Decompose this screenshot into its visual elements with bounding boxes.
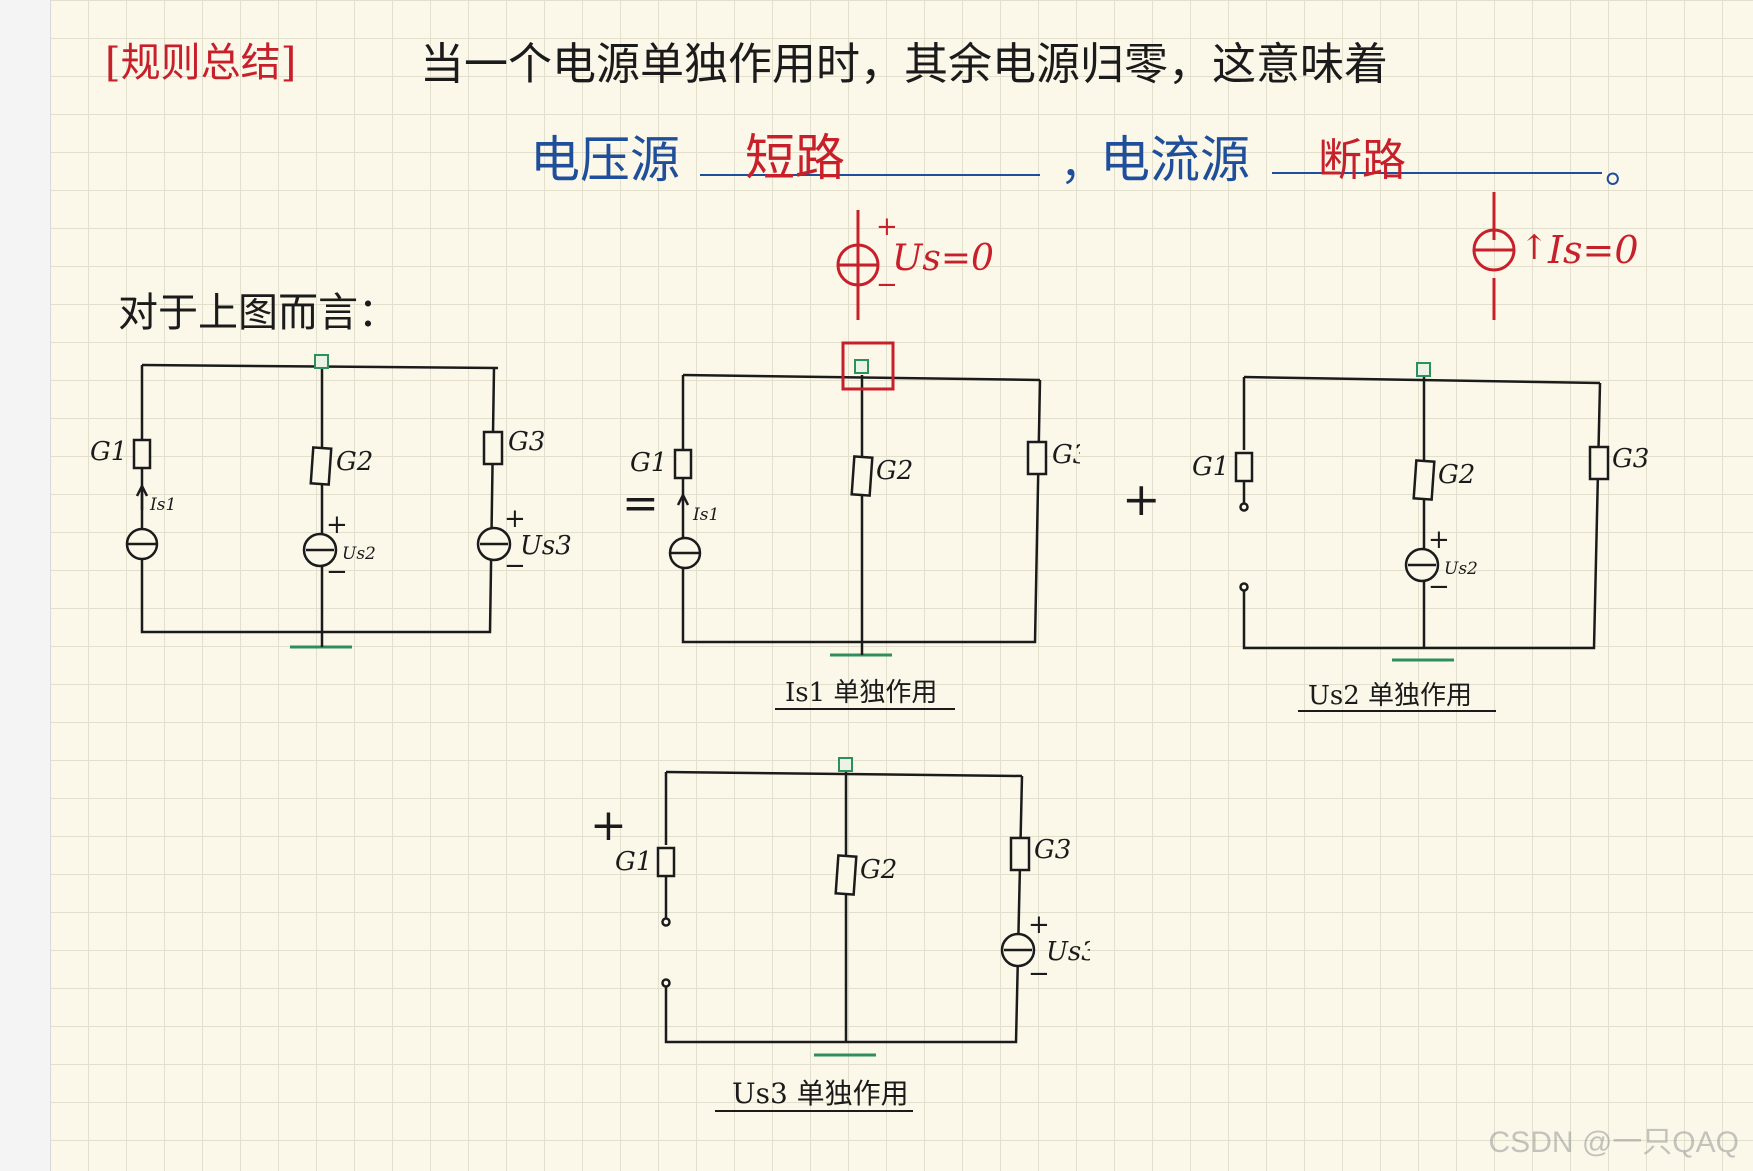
us3-minus: −	[1028, 959, 1050, 989]
us3-label: Us3	[1046, 937, 1090, 967]
us2-label: Us2	[1444, 559, 1478, 579]
g1-label: G1	[630, 448, 667, 478]
rule-summary-tag: [规则总结]	[105, 40, 297, 86]
us2-plus: +	[1428, 525, 1450, 555]
g2-label: G2	[860, 855, 897, 885]
page-margin-strip	[0, 0, 51, 1171]
circuit-original: G1 G2 G3 Is1 + − Us2 + − Us3	[90, 354, 572, 649]
is1-label: Is1	[149, 495, 176, 515]
rule-end-mark: 。	[1605, 146, 1645, 192]
us2-plus: +	[326, 510, 348, 540]
us2-minus: −	[326, 557, 348, 587]
us3-minus: −	[504, 551, 526, 581]
g1-resistor	[656, 846, 676, 878]
node-marker	[314, 354, 329, 369]
open-terminal-bottom	[661, 978, 671, 988]
g3-resistor	[1009, 836, 1031, 872]
voltage-source-answer: 短路	[745, 129, 845, 187]
us2-minus: −	[1428, 572, 1450, 602]
caption-us3-underline	[715, 1110, 913, 1112]
caption-us3-alone: Us3 单独作用	[732, 1077, 909, 1110]
g2-label: G2	[1438, 460, 1475, 490]
intro-text: 对于上图而言：	[118, 290, 398, 336]
rule-statement: 当一个电源单独作用时，其余电源归零，这意味着	[420, 39, 1388, 90]
node-marker	[854, 359, 869, 374]
top-wire	[1243, 375, 1601, 385]
plus-sign-1: +	[1122, 472, 1161, 526]
current-source-zero-note	[1472, 192, 1516, 320]
equals-sign: =	[622, 478, 659, 529]
circuit-is1-alone: G1 G2 G3 Is1	[630, 341, 1080, 657]
g3-label: G3	[1034, 835, 1071, 865]
us-plus-sign: +	[876, 212, 898, 242]
caption-is1-alone: Is1 单独作用	[785, 678, 938, 708]
g1-resistor	[1234, 451, 1254, 483]
is1-label: Is1	[692, 505, 719, 525]
open-terminal-top	[1239, 502, 1249, 512]
voltage-source-zero-note	[836, 210, 880, 320]
us3-label: Us3	[520, 531, 572, 561]
us3-plus: +	[504, 504, 526, 534]
g2-resistor	[850, 455, 874, 497]
us-zero-label: Us=0	[892, 238, 994, 279]
g1-resistor	[132, 438, 152, 470]
g3-label: G3	[508, 427, 545, 457]
voltage-answer-underline	[700, 174, 1040, 176]
is-arrow: ↑	[1520, 228, 1549, 268]
is-zero-label: Is=0	[1548, 228, 1639, 272]
g3-label: G3	[1612, 444, 1649, 474]
shorted-source-highlight	[841, 341, 895, 391]
g3-resistor	[1588, 445, 1610, 481]
us2-label: Us2	[342, 544, 376, 564]
rule-separator: ，	[1060, 139, 1104, 190]
open-terminal-top	[661, 917, 671, 927]
node-marker	[1416, 362, 1431, 377]
us-minus-sign: −	[876, 270, 898, 300]
node-marker	[838, 757, 853, 772]
circuit-us2-alone: G1 G2 G3 + − Us2	[1192, 362, 1649, 662]
g3-resistor	[1026, 440, 1048, 476]
g2-resistor	[309, 446, 333, 486]
plus-sign-2: +	[590, 800, 627, 851]
current-source-answer: 断路	[1318, 135, 1406, 186]
g1-resistor	[673, 448, 693, 480]
current-source-label: 电流源	[1100, 131, 1250, 189]
g1-label: G1	[90, 437, 127, 467]
g3-label: G3	[1052, 440, 1080, 470]
current-answer-underline	[1272, 172, 1602, 174]
caption-us2-underline	[1298, 710, 1496, 712]
open-terminal-bottom	[1239, 582, 1249, 592]
top-wire	[665, 770, 1023, 778]
g2-resistor	[834, 854, 858, 896]
voltage-source-label: 电压源	[530, 131, 680, 189]
g2-label: G2	[336, 447, 373, 477]
circuit-us3-alone: G1 G2 G3 + − Us3	[615, 757, 1090, 1057]
g1-label: G1	[615, 847, 652, 877]
us3-plus: +	[1028, 910, 1050, 940]
g3-resistor	[482, 430, 504, 466]
caption-is1-underline	[775, 708, 955, 710]
is1-arrow	[135, 483, 149, 497]
g1-label: G1	[1192, 452, 1229, 482]
caption-us2-alone: Us2 单独作用	[1308, 681, 1473, 711]
watermark: CSDN @一只QAQ	[1488, 1126, 1739, 1159]
is1-arrow	[676, 492, 690, 506]
g2-label: G2	[876, 456, 913, 486]
g2-resistor	[1412, 459, 1436, 501]
